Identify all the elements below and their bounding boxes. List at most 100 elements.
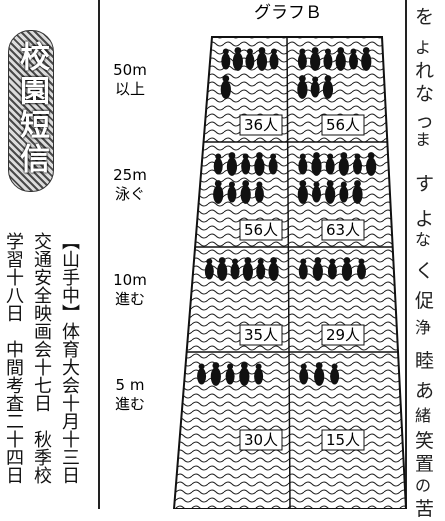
person-head-icon	[298, 75, 306, 82]
person-body-icon	[220, 80, 231, 99]
person-head-icon	[329, 258, 336, 265]
person-body-icon	[239, 367, 250, 386]
person-head-icon	[362, 47, 370, 54]
person-body-icon	[245, 53, 255, 70]
person-body-icon	[217, 262, 228, 281]
person-body-icon	[197, 368, 207, 385]
value-label-box	[321, 219, 365, 241]
person-body-icon	[311, 186, 321, 203]
right-text-fragment: なっ	[415, 83, 435, 132]
person-head-icon	[228, 181, 235, 188]
person-head-icon	[214, 180, 222, 187]
person-head-icon	[340, 181, 347, 188]
person-body-icon	[339, 186, 349, 203]
value-label: 15人	[326, 431, 360, 449]
value-label-box	[321, 429, 365, 451]
value-label: 63人	[326, 221, 360, 239]
person-head-icon	[198, 363, 205, 370]
person-head-icon	[234, 47, 242, 54]
person-head-icon	[367, 152, 375, 159]
news-line-2: 交通安全映画会十七日 秋季校	[31, 232, 52, 484]
person-body-icon	[310, 52, 321, 71]
right-text-fragment: 促	[415, 290, 435, 312]
person-body-icon	[221, 53, 231, 70]
person-head-icon	[313, 181, 320, 188]
person-body-icon	[240, 185, 251, 204]
person-head-icon	[299, 180, 307, 187]
school-news-badge: 校園短信	[8, 30, 54, 192]
right-text-fragment: 笑	[415, 430, 435, 452]
person-head-icon	[212, 362, 220, 369]
person-head-icon	[270, 153, 277, 160]
value-label: 56人	[244, 221, 278, 239]
person-head-icon	[350, 48, 357, 55]
person-body-icon	[338, 157, 349, 176]
person-head-icon	[327, 153, 334, 160]
person-head-icon	[311, 47, 319, 54]
right-text-fragment: な	[415, 230, 432, 249]
person-body-icon	[322, 80, 334, 99]
person-head-icon	[324, 75, 332, 82]
sidebar-column: 校園短信 【山手中】体育大会十月十三日 交通安全映画会十七日 秋季校 学習十八日…	[0, 0, 100, 509]
person-body-icon	[213, 185, 224, 204]
person-body-icon	[254, 186, 264, 203]
person-head-icon	[358, 258, 365, 265]
pictograph-group	[297, 47, 372, 99]
person-head-icon	[314, 257, 322, 264]
person-body-icon	[254, 368, 264, 385]
person-body-icon	[204, 263, 214, 280]
value-label: 30人	[244, 431, 278, 449]
person-head-icon	[258, 47, 266, 54]
right-text-fragment: 緒	[415, 406, 432, 425]
person-body-icon	[314, 367, 325, 386]
person-body-icon	[323, 53, 333, 70]
right-text-fragment: の	[415, 476, 432, 495]
person-head-icon	[324, 48, 331, 55]
person-head-icon	[215, 153, 222, 160]
right-text-fragment: す	[415, 173, 435, 195]
person-body-icon	[310, 81, 320, 98]
person-body-icon	[256, 263, 266, 280]
right-text-column: をよれなっますよなく促浄睦あ緒笑置の苦	[405, 0, 445, 520]
person-head-icon	[343, 257, 351, 264]
right-text-fragment: 睦	[415, 350, 435, 372]
pictograph-group	[297, 152, 377, 204]
person-head-icon	[313, 152, 320, 159]
person-head-icon	[232, 258, 239, 265]
person-head-icon	[222, 75, 230, 82]
person-body-icon	[241, 158, 251, 175]
person-head-icon	[257, 258, 264, 265]
news-line-3: 学習十八日 中間考査二十四日	[3, 232, 24, 484]
value-label-box	[239, 114, 283, 136]
value-label-box	[321, 114, 365, 136]
right-text-fragment: よ	[415, 208, 435, 230]
person-body-icon	[230, 263, 240, 280]
person-head-icon	[270, 48, 277, 55]
person-body-icon	[352, 185, 363, 204]
pictograph-group	[299, 362, 340, 386]
value-label-box	[321, 324, 365, 346]
person-head-icon	[354, 153, 361, 160]
person-head-icon	[227, 363, 234, 370]
person-body-icon	[299, 368, 309, 385]
person-head-icon	[315, 362, 323, 369]
person-body-icon	[225, 368, 235, 385]
person-body-icon	[348, 53, 358, 70]
person-body-icon	[268, 158, 278, 175]
person-body-icon	[213, 158, 223, 175]
person-head-icon	[256, 181, 263, 188]
person-body-icon	[227, 186, 237, 203]
value-label-box	[239, 219, 283, 241]
person-head-icon	[312, 76, 319, 83]
person-head-icon	[242, 153, 249, 160]
person-body-icon	[361, 52, 372, 71]
person-body-icon	[242, 262, 253, 281]
pictograph-group	[298, 257, 366, 281]
person-body-icon	[311, 157, 322, 176]
chart-center-divider	[286, 36, 291, 509]
person-head-icon	[326, 180, 334, 187]
person-body-icon	[325, 185, 336, 204]
person-head-icon	[299, 48, 306, 55]
